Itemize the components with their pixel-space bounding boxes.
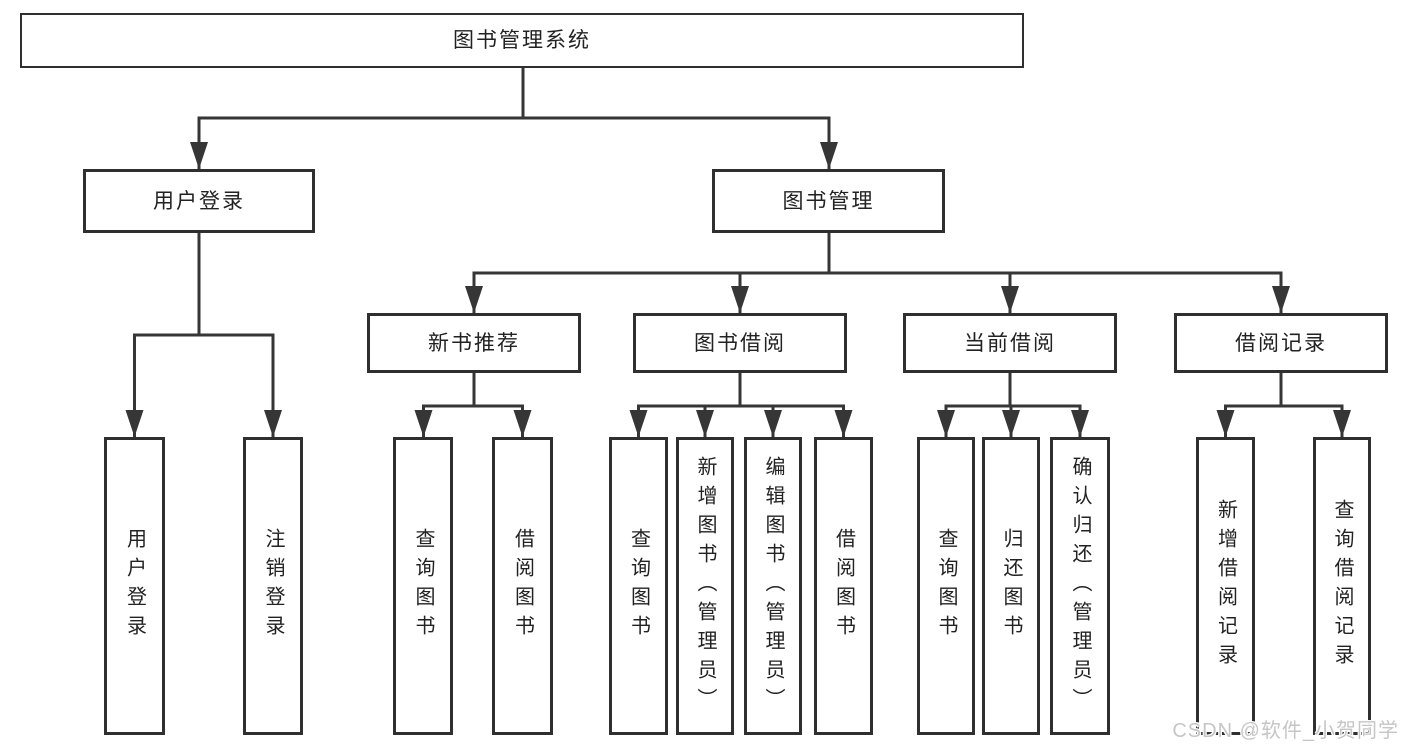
node-current-borrowing: 当前借阅: [903, 313, 1117, 373]
leaf-bb-add-book-admin: 新增图书（管理员）: [676, 437, 734, 735]
leaf-cb-confirm-return-admin: 确认归还（管理员）: [1050, 437, 1110, 735]
leaf-br-add-record-label: 新增借阅记录: [1214, 499, 1237, 673]
node-book-borrowing-label: 图书借阅: [694, 331, 786, 355]
leaf-bb-edit-book-admin-label: 编辑图书（管理员）: [762, 455, 784, 717]
leaf-cb-query-book: 查询图书: [917, 437, 975, 735]
connector-bb-trunk: [638, 371, 844, 408]
leaf-bb-query-book-label: 查询图书: [627, 528, 650, 644]
node-root-label: 图书管理系统: [453, 29, 591, 52]
node-new-book-recommend: 新书推荐: [367, 313, 581, 373]
leaf-cb-return-book: 归还图书: [982, 437, 1040, 735]
csdn-watermark: CSDN @软件_小贺同学: [1172, 720, 1399, 742]
node-new-book-recommend-label: 新书推荐: [428, 331, 520, 355]
node-borrowing-records: 借阅记录: [1174, 313, 1388, 373]
leaf-nbr-query-book: 查询图书: [393, 437, 453, 735]
connector-br-trunk: [1225, 371, 1342, 408]
leaf-logout-label: 注销登录: [262, 528, 284, 644]
leaf-nbr-query-book-label: 查询图书: [412, 528, 434, 644]
leaf-nbr-borrow-book-label: 借阅图书: [511, 528, 534, 644]
node-user-login-label: 用户登录: [153, 189, 245, 213]
node-root: 图书管理系统: [20, 13, 1024, 68]
leaf-bb-query-book: 查询图书: [609, 437, 668, 735]
node-borrowing-records-label: 借阅记录: [1235, 331, 1327, 355]
leaf-br-add-record: 新增借阅记录: [1196, 437, 1255, 735]
node-book-management-label: 图书管理: [782, 189, 875, 213]
connector-book-mgmt-trunk: [474, 231, 1281, 275]
leaf-bb-borrow-book: 借阅图书: [814, 437, 873, 735]
node-current-borrowing-label: 当前借阅: [964, 331, 1056, 355]
leaf-bb-add-book-admin-label: 新增图书（管理员）: [694, 455, 716, 717]
connector-cb-trunk: [946, 371, 1080, 408]
leaf-bb-borrow-book-label: 借阅图书: [832, 528, 855, 644]
connector-user-login-trunk: [134, 231, 273, 337]
leaf-cb-confirm-return-admin-label: 确认归还（管理员）: [1069, 455, 1091, 717]
leaf-br-query-record: 查询借阅记录: [1313, 437, 1371, 735]
connector-lines: [125, 67, 1351, 437]
connector-nbr-trunk: [423, 371, 523, 408]
node-book-management: 图书管理: [712, 169, 945, 233]
leaf-br-query-record-label: 查询借阅记录: [1331, 499, 1353, 673]
leaf-cb-return-book-label: 归还图书: [1000, 528, 1022, 644]
leaf-user-login: 用户登录: [104, 437, 165, 735]
leaf-logout: 注销登录: [243, 437, 303, 735]
leaf-cb-query-book-label: 查询图书: [935, 528, 957, 644]
node-book-borrowing: 图书借阅: [633, 313, 847, 373]
leaf-nbr-borrow-book: 借阅图书: [492, 437, 553, 735]
connector-root-trunk: [199, 67, 829, 120]
leaf-bb-edit-book-admin: 编辑图书（管理员）: [744, 437, 802, 735]
node-user-login: 用户登录: [83, 169, 315, 233]
leaf-user-login-label: 用户登录: [123, 528, 146, 644]
